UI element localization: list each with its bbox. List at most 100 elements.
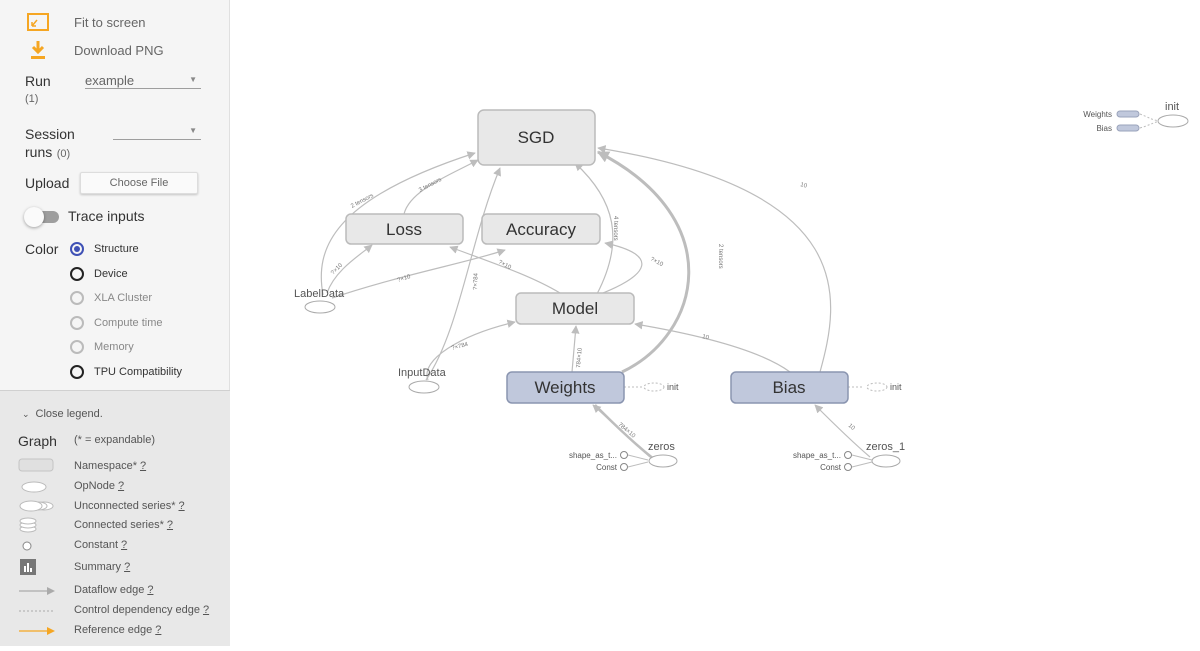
opnode-icon	[21, 481, 47, 493]
session-runs-select[interactable]: ▼	[113, 124, 201, 140]
node-init-main[interactable]: init	[1157, 101, 1189, 128]
graph-svg: 2 tensors 3 tensors ?×10 ?×10 ?×784 ?×10…	[294, 101, 1189, 472]
edge-const2-zeros1	[851, 461, 873, 468]
edge-model-loss	[449, 245, 561, 294]
node-sgd[interactable]: SGD	[477, 109, 596, 166]
edge-labeldata-accuracy	[331, 248, 506, 299]
help-link[interactable]: ?	[117, 480, 125, 492]
node-label-model: Model	[552, 299, 598, 318]
radio-device[interactable]	[70, 267, 84, 281]
edge-label-e15: 10	[847, 423, 856, 432]
node-label-init-weights: init	[667, 382, 679, 392]
node-label-accuracy: Accuracy	[506, 220, 576, 239]
upload-label: Upload	[25, 175, 70, 191]
legend-subtitle: (* = expandable)	[74, 434, 156, 446]
radio-compute-time[interactable]	[70, 316, 84, 330]
node-label-bias: Bias	[772, 378, 805, 397]
edge-label-e14: 784×10	[617, 422, 637, 440]
help-link[interactable]: ?	[178, 500, 185, 512]
close-legend-button[interactable]: ⌄Close legend.	[22, 408, 103, 420]
connected-series-icon	[19, 517, 37, 533]
edge-label-e12: 784×10	[576, 347, 584, 368]
node-loss[interactable]: Loss	[345, 213, 464, 245]
edge-bias-sgd	[597, 145, 832, 373]
node-bias[interactable]: Bias	[730, 371, 849, 404]
aux-label-weights: Weights	[1083, 110, 1112, 119]
help-link[interactable]: ?	[166, 519, 174, 531]
node-model[interactable]: Model	[515, 292, 635, 325]
fit-to-screen-icon	[26, 12, 50, 32]
node-shape1[interactable]: shape_as_t...	[569, 451, 628, 460]
edge-weights-model	[571, 325, 580, 373]
node-zeros[interactable]: zeros	[648, 441, 678, 468]
unconnected-series-icon	[19, 500, 54, 512]
node-zeros-1[interactable]: zeros_1	[866, 441, 905, 468]
edge-model-sgd	[574, 162, 614, 295]
legend-item-reference-edge: Reference edge?	[74, 624, 162, 636]
download-png-label: Download PNG	[74, 42, 164, 58]
node-weights[interactable]: Weights	[506, 371, 625, 404]
node-const1[interactable]: Const	[596, 463, 628, 472]
legend-panel: ⌄Close legend. Graph (* = expandable) Na…	[0, 390, 230, 646]
control-edge-aux-weights	[1139, 113, 1161, 122]
node-labeldata[interactable]: LabelData	[294, 288, 345, 314]
fit-to-screen-label: Fit to screen	[74, 14, 146, 30]
namespace-icon	[18, 458, 54, 472]
radio-tpu-compatibility[interactable]	[70, 365, 84, 379]
radio-label-compute-time: Compute time	[94, 317, 163, 329]
node-label-const2: Const	[820, 463, 842, 472]
aux-weights-node[interactable]: Weights	[1083, 110, 1140, 119]
edge-label-e13: 10	[702, 334, 710, 341]
chevron-down-icon: ▼	[189, 75, 197, 84]
trace-inputs-label: Trace inputs	[68, 208, 145, 224]
help-link[interactable]: ?	[121, 539, 128, 551]
dataflow-edge-icon	[19, 587, 55, 595]
control-edge-aux-bias	[1139, 120, 1161, 129]
help-link[interactable]: ?	[124, 561, 131, 573]
fit-to-screen-button[interactable]: Fit to screen	[26, 12, 146, 32]
session-runs-count: (0)	[56, 148, 71, 160]
node-label-inputdata: InputData	[398, 367, 447, 379]
reference-edge-icon	[19, 627, 55, 635]
node-shape2[interactable]: shape_as_t...	[793, 451, 852, 460]
edge-label-e7: ?×10	[649, 256, 664, 268]
toggle-knob[interactable]	[24, 207, 44, 227]
edge-zeros1-bias	[814, 404, 871, 458]
radio-structure[interactable]	[70, 242, 84, 256]
aux-label-bias: Bias	[1096, 124, 1112, 133]
node-accuracy[interactable]: Accuracy	[481, 213, 601, 245]
node-const2[interactable]: Const	[820, 463, 852, 472]
node-label-init-main: init	[1165, 101, 1179, 113]
radio-xla-cluster[interactable]	[70, 291, 84, 305]
choose-file-button[interactable]: Choose File	[80, 172, 198, 194]
run-select[interactable]: example ▼	[85, 73, 201, 89]
edge-label-e9: 2 tensors	[717, 244, 723, 269]
radio-memory[interactable]	[70, 340, 84, 354]
run-selected-value: example	[85, 73, 135, 88]
help-link[interactable]: ?	[139, 460, 147, 472]
node-label-init-bias: init	[890, 382, 902, 392]
help-link[interactable]: ?	[147, 584, 154, 596]
edge-weights-sgd	[596, 150, 691, 374]
aux-bias-node[interactable]: Bias	[1096, 124, 1140, 133]
node-init-bias[interactable]: init	[866, 382, 902, 392]
node-label-loss: Loss	[386, 220, 422, 239]
session-runs-field: Session runs (0)	[25, 125, 75, 163]
download-icon	[26, 40, 50, 60]
node-label-zeros-1: zeros_1	[866, 441, 905, 453]
download-png-button[interactable]: Download PNG	[26, 40, 164, 60]
legend-item-control-edge: Control dependency edge?	[74, 604, 210, 616]
graph-canvas[interactable]: 2 tensors 3 tensors ?×10 ?×10 ?×784 ?×10…	[230, 0, 1200, 646]
help-link[interactable]: ?	[155, 624, 162, 636]
node-label-labeldata: LabelData	[294, 288, 345, 300]
session-runs-label: runs	[25, 144, 53, 160]
legend-item-unconnected-series: Unconnected series*?	[74, 500, 185, 512]
node-inputdata[interactable]: InputData	[398, 367, 447, 394]
help-link[interactable]: ?	[202, 604, 210, 616]
control-edge-icon	[19, 610, 55, 612]
node-init-weights[interactable]: init	[643, 382, 679, 392]
legend-item-summary: Summary?	[74, 561, 131, 573]
chevron-down-icon: ▼	[189, 126, 197, 135]
radio-label-device: Device	[94, 268, 128, 280]
run-count: (1)	[25, 93, 39, 105]
